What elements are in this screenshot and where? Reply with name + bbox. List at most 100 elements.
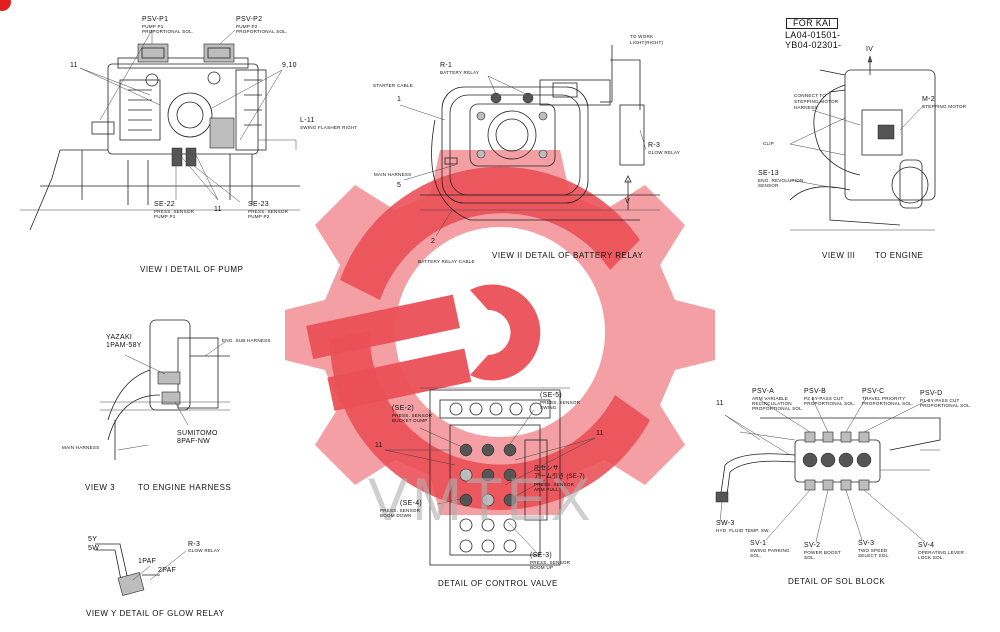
label-se2-desc-2: BUCKET DUMP (392, 418, 428, 423)
label-to-work-2: LIGHT(RIGHT) (630, 40, 664, 45)
serial-range-2: YB04-02301- (785, 40, 842, 50)
label-relay-main-harness: MAIN HARNESS (374, 172, 412, 177)
label-psv-p2-desc-1: PUMP P2 (236, 24, 258, 29)
serial-range-1: LA04-01501- (785, 30, 841, 40)
watermark-text: VMTEX (368, 466, 595, 533)
label-sv1-desc-1: SWING PARKING (750, 548, 790, 553)
label-se4: (SE-4) (400, 500, 423, 507)
caption-view-3-sub: TO ENGINE (875, 251, 924, 260)
label-to-work-1: TO WORK (630, 34, 654, 39)
label-se3: (SE-3) (530, 552, 553, 559)
label-se4-desc-1: PRESS. SENSOR (380, 508, 421, 513)
label-callout-2: 2 (431, 238, 436, 245)
label-psv-p1-desc-2: PROPORTIONAL SOL. (142, 29, 194, 34)
label-psv-p2-desc-2: PROPORTIONAL SOL. (236, 29, 288, 34)
label-psv-b-desc-1: P2 BY-PASS CUT (804, 396, 844, 401)
label-psv-p1: PSV-P1 (142, 16, 169, 23)
label-sv4-desc-2: LOCK SOL. (918, 555, 945, 560)
label-psv-a-desc-3: PROPORTIONAL SOL. (752, 406, 804, 411)
caption-view-3-harness-sub: TO ENGINE HARNESS (138, 483, 232, 492)
label-se2-desc-1: PRESS. SENSOR (392, 413, 433, 418)
label-se23: SE-23 (248, 201, 269, 208)
pump-view-drawing (20, 29, 300, 231)
valve-view-drawing (384, 387, 596, 566)
label-sv3: SV-3 (858, 540, 875, 547)
label-5y: 5Y (88, 536, 98, 543)
label-se13-desc-1: ENG. REVOLUTION (758, 178, 804, 183)
label-psv-c-desc-2: PROPORTIONAL SOL. (862, 401, 914, 406)
label-eng-sub-harness: ENG. SUB HARNESS (222, 338, 271, 343)
label-sw3-desc: HYD. FLUID TEMP. SW. (716, 528, 770, 533)
label-sv2-desc-1: POWER BOOST (804, 550, 841, 555)
caption-view-3: VIEW III (822, 251, 856, 260)
label-psv-d-desc-2: PROPORTIONAL SOL. (920, 403, 972, 408)
label-glow-r3: R-3 (188, 541, 201, 548)
label-psv-a: PSV-A (752, 388, 775, 395)
label-psv-a-desc-1: ARM VARIABLE (752, 396, 789, 401)
label-psv-a-desc-2: RECIRCULATION (752, 401, 792, 406)
label-psv-d: PSV-D (920, 390, 943, 397)
label-callout-11b: 11 (214, 206, 222, 213)
label-r3-relay: R-3 (648, 142, 661, 149)
label-se22: SE-22 (154, 201, 175, 208)
label-r1: R-1 (440, 62, 453, 69)
label-m2: M-2 (922, 96, 935, 103)
label-valve-callout-11-right: 11 (596, 430, 604, 437)
label-se13-desc-2: SENSOR (758, 183, 779, 188)
label-l11-desc: SWING FLASHER RIGHT (300, 125, 358, 130)
label-se5-desc-2: SWING (540, 405, 557, 410)
label-se7-desc-1: PRESS. SENSOR (534, 482, 575, 487)
label-sol-callout-11: 11 (716, 400, 724, 407)
harness-view-drawing (100, 319, 230, 460)
label-callout-1: 1 (397, 96, 402, 103)
label-callout-9-10: 9,10 (282, 62, 297, 69)
label-psv-p2: PSV-P2 (236, 16, 263, 23)
label-se23-desc-2: PUMP P2 (248, 214, 270, 219)
label-1paf: 1PAF (138, 558, 157, 565)
engine-view-drawing (789, 55, 936, 231)
label-se5-desc-1: PRESS. SENSOR (540, 400, 581, 405)
label-psv-p1-desc-1: PUMP P1 (142, 24, 164, 29)
label-r3-relay-desc: GLOW RELAY (648, 150, 681, 155)
label-se7-jp-1: 圧センサ (534, 466, 559, 472)
relay-view-drawing (399, 45, 660, 237)
label-se22-desc-1: PRESS. SENSOR (154, 209, 195, 214)
label-l11: L-11 (300, 117, 315, 124)
label-sv4-desc-1: OPERATING LEVER (918, 550, 965, 555)
label-se22-desc-2: PUMP P1 (154, 214, 176, 219)
label-sv1-desc-2: SOL. (750, 553, 762, 558)
label-m2-desc: STEPPING MOTOR (922, 104, 967, 109)
label-arrow-v: V (625, 198, 630, 205)
label-battery-cable: BATTERY RELAY CABLE (418, 259, 475, 264)
label-se3-desc-1: PRESS. SENSOR (530, 560, 571, 565)
label-yazaki-2: 1PAM-58Y (106, 342, 142, 349)
label-callout-11: 11 (70, 62, 78, 69)
label-se7-desc-2: ARM PULL (534, 487, 559, 492)
caption-control-valve: DETAIL OF CONTROL VALVE (438, 579, 558, 588)
label-stepping-1: CONNECT TO (794, 93, 827, 98)
label-r1-desc: BATTERY RELAY (440, 70, 480, 75)
label-sw3: SW-3 (716, 520, 735, 527)
label-stepping-3: HARNESS (794, 105, 818, 110)
label-sumitomo-2: 8PAF-NW (177, 438, 211, 445)
caption-sol-block: DETAIL OF SOL BLOCK (788, 577, 886, 586)
label-sv4: SV-4 (918, 542, 935, 549)
label-sv2-desc-2: SOL. (804, 555, 816, 560)
label-psv-b-desc-2: PROPORTIONAL SOL. (804, 401, 856, 406)
label-5w: 5W (88, 545, 100, 552)
label-psv-c-desc-1: TRAVEL PRIORITY (862, 396, 906, 401)
label-2paf: 2PAF (158, 567, 177, 574)
label-se2: (SE-2) (392, 405, 415, 412)
label-clip: CLIP (763, 141, 775, 146)
label-sv3-desc-2: SELECT SOL. (858, 553, 890, 558)
caption-view-3-harness: VIEW 3 (85, 483, 116, 492)
label-sv2: SV-2 (804, 542, 821, 549)
label-se13: SE-13 (758, 170, 779, 177)
label-psv-c: PSV-C (862, 388, 885, 395)
label-arrow-iv: IV (866, 46, 874, 53)
label-se4-desc-2: BOOM DOWN (380, 513, 412, 518)
label-se23-desc-1: PRESS. SENSOR (248, 209, 289, 214)
label-se3-desc-2: BOOM UP (530, 565, 554, 570)
